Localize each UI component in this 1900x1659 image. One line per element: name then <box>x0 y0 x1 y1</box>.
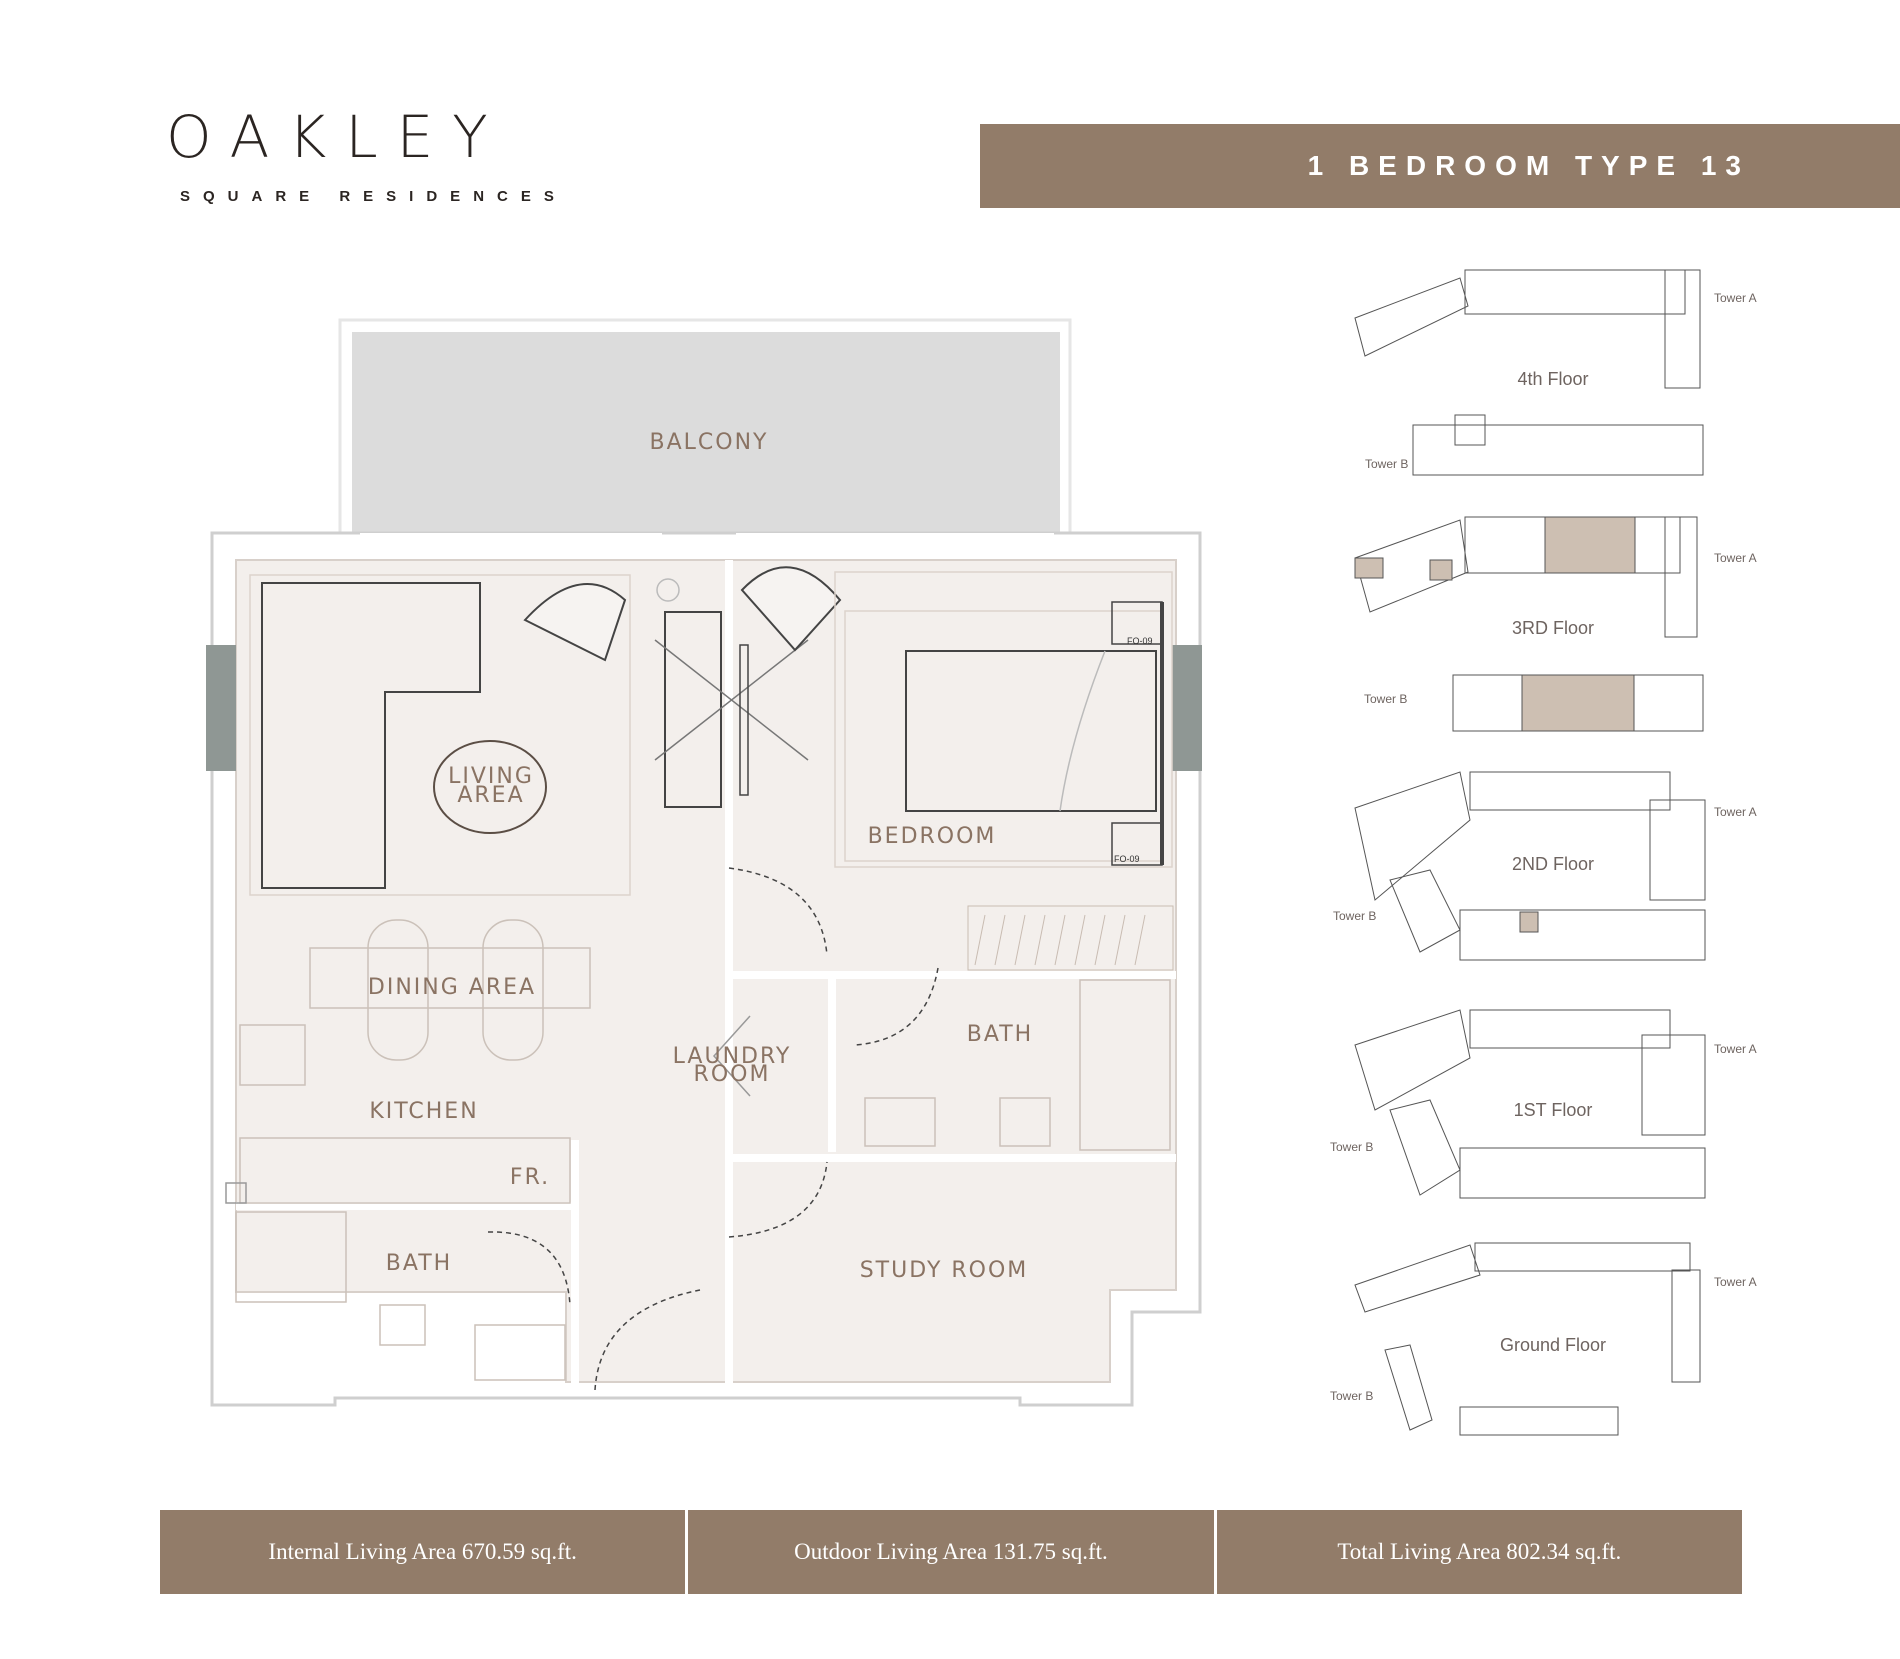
key-plan-1st-tower-b: Tower B <box>1330 1140 1373 1154</box>
key-plan-4th-tower-a: Tower A <box>1714 291 1757 305</box>
bath-fixtures <box>235 979 1171 1381</box>
key-plans: 4th Floor Tower A Tower B 3RD Floor Towe… <box>1330 269 1757 1436</box>
kitchen-label: KITCHEN <box>369 1099 478 1124</box>
closet <box>967 905 1174 971</box>
fo-label-top: FO-09 <box>1127 636 1153 646</box>
key-plan-4th-floor: 4th Floor Tower A Tower B <box>1354 269 1757 476</box>
key-plan-3rd-label: 3RD Floor <box>1512 618 1594 638</box>
laundry-label-line1: LAUNDRY <box>673 1044 792 1069</box>
laundry-door <box>712 1015 751 1097</box>
internal-area: Internal Living Area 670.59 sq.ft. <box>160 1510 686 1594</box>
dining-label: DINING AREA <box>368 975 536 1000</box>
floor-plan-drawing: BALCONY LIVING AREA BEDROOM DINING AREA … <box>206 269 1757 1436</box>
study-label: STUDY ROOM <box>860 1258 1029 1283</box>
dining-kitchen-fixtures <box>225 919 591 1204</box>
fridge-label: FR. <box>510 1165 550 1190</box>
key-plan-2nd-tower-a: Tower A <box>1714 805 1757 819</box>
brand-logo: OAKLEY SQUARE RESIDENCES <box>166 108 586 205</box>
living-label-line1: LIVING <box>448 764 534 789</box>
unit-outline <box>210 531 1202 1407</box>
bath-secondary-label: BATH <box>386 1251 452 1276</box>
laundry-label-line2: ROOM <box>694 1062 771 1087</box>
key-plan-3rd-floor: 3RD Floor Tower A Tower B <box>1354 516 1757 732</box>
key-plan-1st-label: 1ST Floor <box>1514 1100 1593 1120</box>
total-area: Total Living Area 802.34 sq.ft. <box>1216 1510 1742 1594</box>
key-plan-1st-tower-a: Tower A <box>1714 1042 1757 1056</box>
key-plan-1st-floor: 1ST Floor Tower A Tower B <box>1330 1009 1757 1199</box>
brand-subtitle: SQUARE RESIDENCES <box>180 188 567 205</box>
window-right <box>1172 645 1202 771</box>
key-plan-2nd-label: 2ND Floor <box>1512 854 1594 874</box>
fo-label-bottom: FO-09 <box>1114 854 1140 864</box>
bath-main-label: BATH <box>967 1022 1033 1047</box>
key-plan-ground-tower-a: Tower A <box>1714 1275 1757 1289</box>
key-plan-2nd-floor: 2ND Floor Tower A Tower B <box>1333 771 1757 961</box>
key-plan-3rd-tower-a: Tower A <box>1714 551 1757 565</box>
outdoor-area: Outdoor Living Area 131.75 sq.ft. <box>688 1510 1214 1594</box>
living-furniture <box>249 574 680 896</box>
balcony-area <box>338 318 1072 539</box>
balcony-label: BALCONY <box>650 430 769 455</box>
bed <box>834 571 1173 868</box>
key-plan-3rd-tower-b: Tower B <box>1364 692 1407 706</box>
key-plan-4th-label: 4th Floor <box>1517 369 1588 389</box>
bedroom-label: BEDROOM <box>868 824 997 849</box>
brand-title: OAKLEY <box>166 103 507 171</box>
area-summary-bar: Internal Living Area 670.59 sq.ft. Outdo… <box>160 1510 1742 1594</box>
window-left <box>206 645 236 771</box>
key-plan-2nd-tower-b: Tower B <box>1333 909 1376 923</box>
key-plan-4th-tower-b: Tower B <box>1365 457 1408 471</box>
unit-type-banner: 1 BEDROOM TYPE 13 <box>980 124 1900 208</box>
door-swings <box>487 867 939 1391</box>
key-plan-ground-tower-b: Tower B <box>1330 1389 1373 1403</box>
unit-type-label: 1 BEDROOM TYPE 13 <box>1307 150 1750 181</box>
wardrobe <box>654 566 842 808</box>
living-label-line2: AREA <box>457 783 524 808</box>
key-plan-ground-label: Ground Floor <box>1500 1335 1606 1355</box>
key-plan-ground-floor: Ground Floor Tower A Tower B <box>1330 1242 1757 1436</box>
